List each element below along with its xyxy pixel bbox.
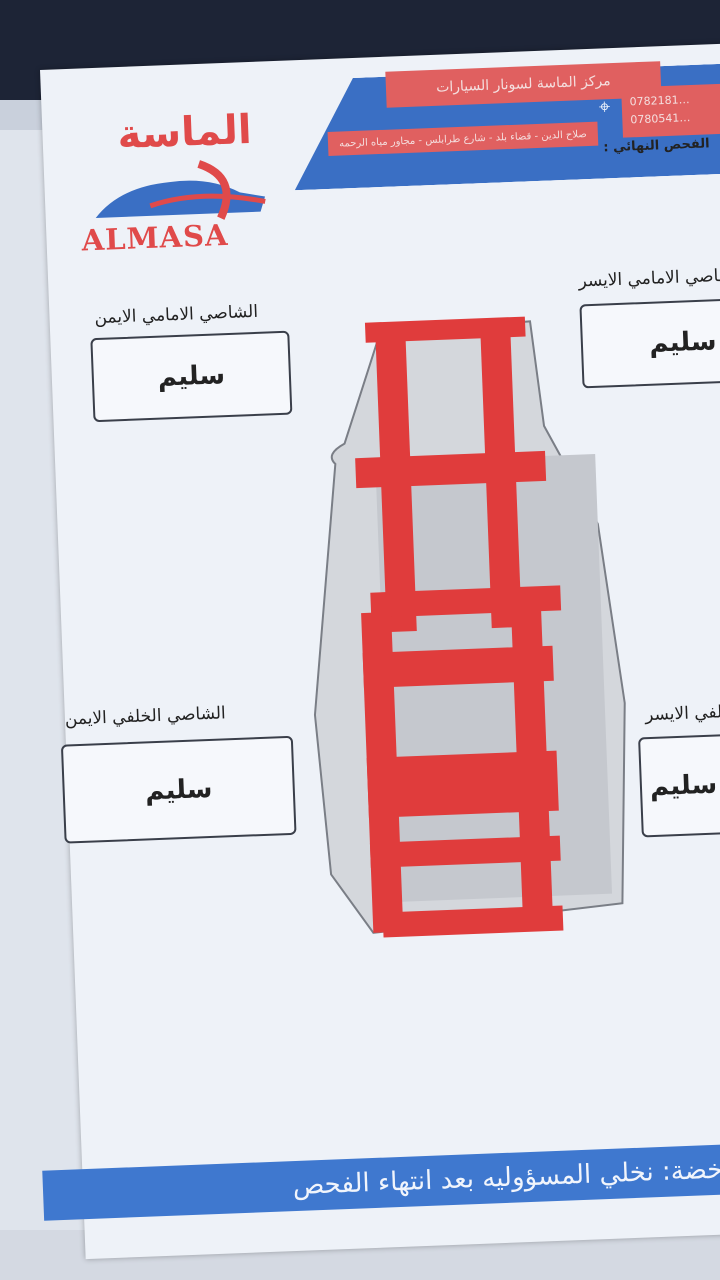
phone-numbers: 0782181… 0780541… xyxy=(621,81,720,138)
front-right-label: الشاصي الامامي الايمن xyxy=(94,301,259,329)
rear-left-status: سليم xyxy=(638,730,720,838)
car-logo-icon xyxy=(95,160,266,220)
logo-arabic: الماسة xyxy=(116,106,253,159)
chassis-diagram xyxy=(313,316,626,938)
rear-right-status: سليم xyxy=(60,735,297,844)
rear-left-label: الشاصي الخلفي الايسر xyxy=(644,699,720,726)
front-left-label: الشاصي الامامي الايسر xyxy=(578,265,720,292)
rear-right-label: الشاصي الخلفي الايمن xyxy=(64,703,227,730)
disclaimer-note: ملاخضة: نخلي المسؤوليه بعد انتهاء الفحص xyxy=(42,1139,720,1221)
inspection-report-page: مركز الماسة لسونار السيارات صلاح الدين -… xyxy=(40,40,720,1260)
logo-english: ALMASA xyxy=(80,217,230,258)
almasa-logo: الماسة ALMASA xyxy=(77,106,283,284)
front-right-status: سليم xyxy=(90,330,293,423)
location-pin-icon: ⌖ xyxy=(598,94,611,119)
